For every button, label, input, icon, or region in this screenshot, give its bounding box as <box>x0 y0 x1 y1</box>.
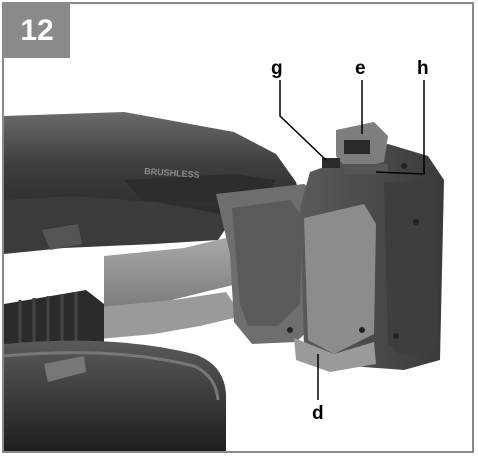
lower-arm <box>104 236 262 310</box>
callout-e: e <box>355 58 366 79</box>
leader-line-g <box>279 80 327 161</box>
screw <box>413 219 419 225</box>
leader-line-h <box>375 80 425 175</box>
screw <box>401 163 407 169</box>
rear-housing-face <box>232 200 302 326</box>
brushless-engraving: BRUSHLESS <box>144 166 200 180</box>
callout-g: g <box>271 58 283 79</box>
sanding-head-clamp <box>44 356 86 382</box>
battery-side-panel <box>384 180 438 356</box>
battery-lower-plate <box>294 338 376 372</box>
figure-frame: BRUSHLESS 12 g e h d <box>2 2 474 453</box>
trigger <box>42 224 82 250</box>
sanding-head-rim <box>4 351 220 401</box>
dust-hose-ribs <box>18 292 78 356</box>
screw <box>393 333 399 339</box>
arm-extension <box>88 292 242 340</box>
battery-latch <box>344 164 388 174</box>
charge-indicator-button <box>344 140 370 154</box>
screw <box>287 327 293 333</box>
figure-number-badge: 12 <box>4 4 70 58</box>
battery-front-plate <box>304 204 376 354</box>
screw <box>359 327 365 333</box>
callout-h: h <box>417 58 429 79</box>
tool-illustration: BRUSHLESS <box>4 80 444 451</box>
release-button <box>322 158 340 168</box>
sanding-head <box>4 340 226 451</box>
callout-d: d <box>312 403 324 424</box>
